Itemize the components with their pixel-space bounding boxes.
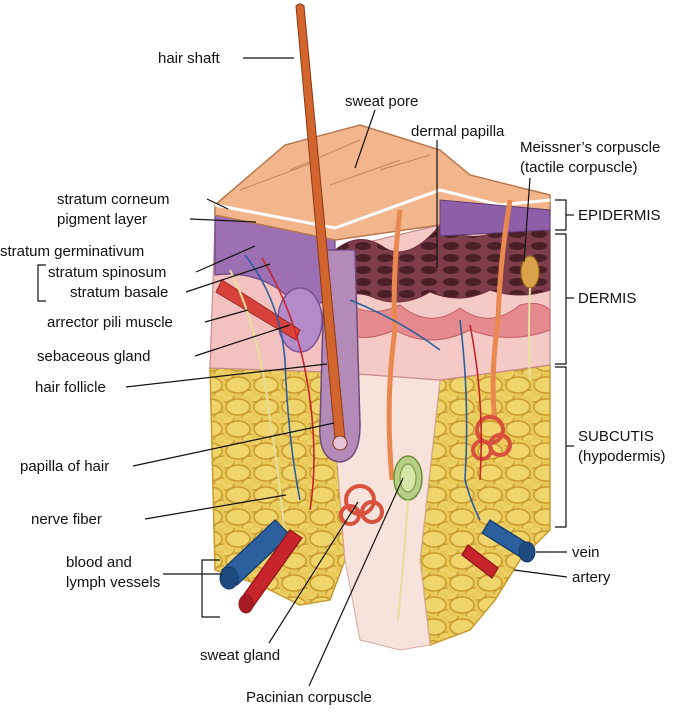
label-sweat-gland: sweat gland bbox=[200, 647, 280, 664]
dermal-papillae-layer bbox=[334, 219, 551, 303]
label-dermal-papilla: dermal papilla bbox=[411, 123, 505, 140]
label-hair-shaft: hair shaft bbox=[158, 50, 221, 67]
skin-illustration bbox=[209, 3, 551, 651]
label-tactile-corpuscle: (tactile corpuscle) bbox=[520, 159, 638, 176]
label-stratum-spinosum: stratum spinosum bbox=[48, 264, 166, 281]
label-epidermis: EPIDERMIS bbox=[578, 207, 661, 224]
leader-lines bbox=[37, 57, 574, 687]
label-hair-follicle: hair follicle bbox=[35, 379, 106, 396]
sweat-duct bbox=[386, 209, 403, 481]
label-blood-and: blood and bbox=[66, 554, 132, 571]
label-vein: vein bbox=[572, 544, 600, 561]
label-pacinian-corpuscle: Pacinian corpuscle bbox=[246, 689, 372, 706]
subcutis-fat-right bbox=[419, 364, 551, 647]
label-nerve-fiber: nerve fiber bbox=[31, 511, 102, 528]
label-sweat-pore: sweat pore bbox=[345, 93, 418, 110]
artery-right-shape bbox=[461, 544, 499, 579]
label-pigment-layer: pigment layer bbox=[57, 211, 147, 228]
label-lymph-vessels: lymph vessels bbox=[66, 574, 160, 591]
label-arrector-pili-muscle: arrector pili muscle bbox=[47, 314, 173, 331]
labels: hair shaft sweat pore dermal papilla Mei… bbox=[0, 50, 666, 706]
label-stratum-germinativum: stratum germinativum bbox=[0, 243, 144, 260]
label-hypodermis: (hypodermis) bbox=[578, 448, 666, 465]
label-artery: artery bbox=[572, 569, 611, 586]
label-stratum-corneum: stratum corneum bbox=[57, 191, 170, 208]
label-meissner-corpuscle: Meissner’s corpuscle bbox=[520, 139, 660, 156]
hair-shaft-shape bbox=[295, 3, 346, 441]
label-stratum-basale: stratum basale bbox=[70, 284, 168, 301]
label-papilla-of-hair: papilla of hair bbox=[20, 458, 109, 475]
label-subcutis: SUBCUTIS bbox=[578, 428, 654, 445]
label-sebaceous-gland: sebaceous gland bbox=[37, 348, 150, 365]
label-dermis: DERMIS bbox=[578, 290, 636, 307]
